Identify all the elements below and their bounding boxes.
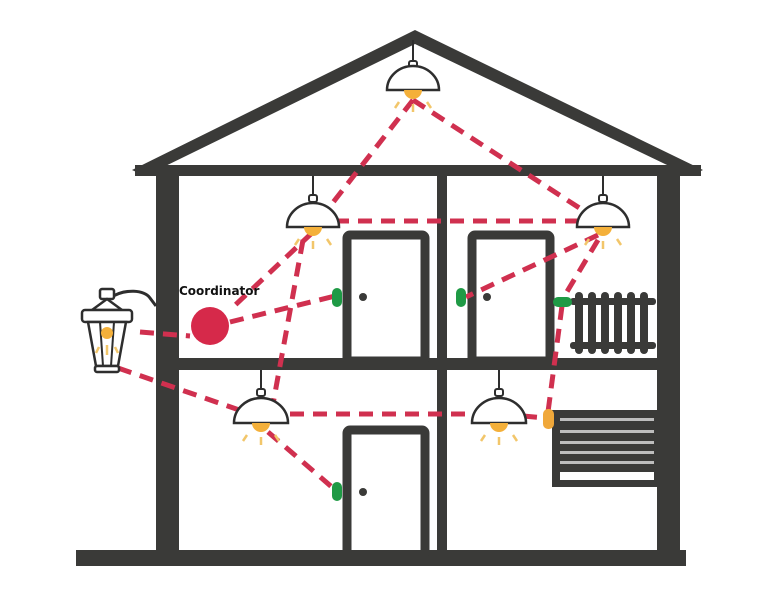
link-upright-valve bbox=[559, 238, 601, 302]
coordinator-node[interactable] bbox=[191, 307, 229, 345]
upstairs-right-door bbox=[467, 230, 555, 366]
upstairs-left-door bbox=[342, 230, 430, 366]
ceiling-lamp-attic bbox=[385, 40, 441, 112]
ceiling-lamp-upstairs-left bbox=[285, 176, 341, 249]
ceiling-lamp-downstairs-right bbox=[470, 370, 528, 445]
ceiling-lamp-upstairs-right bbox=[575, 176, 631, 249]
link-upright-door bbox=[464, 232, 600, 300]
link-upleft-coordinator bbox=[230, 230, 315, 310]
roof-beam bbox=[135, 165, 701, 176]
link-valve-valve bbox=[545, 305, 565, 413]
link-lantern-downleft bbox=[117, 365, 246, 415]
door-knob bbox=[359, 488, 367, 496]
link-upleft-downleft bbox=[270, 239, 306, 405]
link-downleft-door bbox=[266, 430, 335, 490]
mesh-links bbox=[117, 97, 603, 490]
downstairs-radiator bbox=[552, 410, 658, 487]
door-knob bbox=[483, 293, 491, 301]
outdoor-wall-lantern bbox=[80, 287, 158, 374]
door-sensor-upstairs-right[interactable] bbox=[456, 288, 466, 307]
center-wall bbox=[437, 170, 447, 555]
door-sensor-upstairs-left[interactable] bbox=[332, 288, 342, 307]
door-sensor-downstairs[interactable] bbox=[332, 482, 342, 501]
coordinator-label: Coordinator bbox=[179, 284, 260, 298]
link-coordinator-door bbox=[229, 293, 336, 325]
link-downright-valve bbox=[522, 413, 547, 421]
door-knob bbox=[359, 293, 367, 301]
link-attic-upleft bbox=[311, 98, 415, 230]
downstairs-door bbox=[342, 425, 430, 560]
upstairs-radiator bbox=[570, 292, 656, 354]
link-attic-upright bbox=[411, 97, 603, 225]
radiator-valve-downstairs[interactable] bbox=[543, 409, 554, 429]
ceiling-lamp-downstairs-left bbox=[232, 370, 290, 445]
link-coordinator-lantern bbox=[139, 329, 191, 339]
radiator-valve-upstairs[interactable] bbox=[553, 297, 572, 307]
